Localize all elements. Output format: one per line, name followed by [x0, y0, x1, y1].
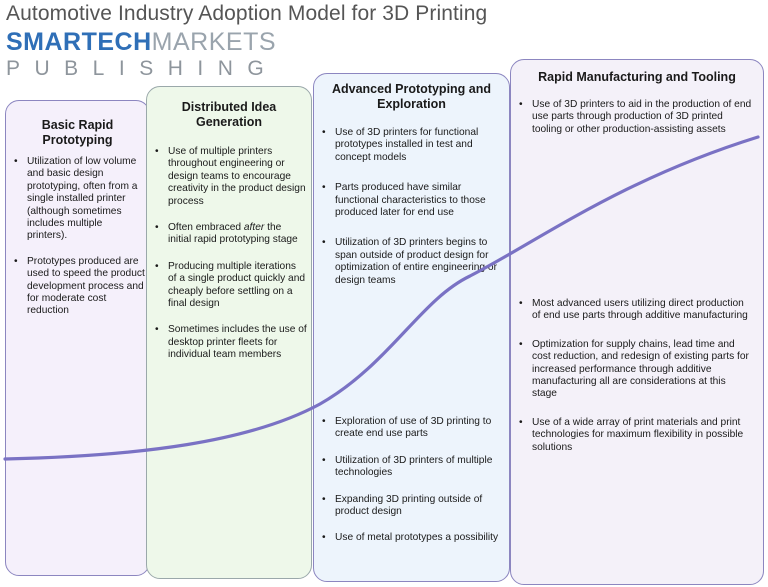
brand-logo: SMARTECHMARKETS — [6, 28, 276, 57]
brand-primary: SMARTECH — [6, 28, 152, 56]
bullet-item: Use of a wide array of print materials a… — [517, 417, 753, 454]
bullet-text: Often embraced after the initial rapid p… — [168, 222, 298, 246]
bullet-item: Often embraced after the initial rapid p… — [153, 222, 307, 247]
brand-secondary: MARKETS — [151, 28, 277, 56]
stage-panel-rapid-manufacturing: Rapid Manufacturing and Tooling Use of 3… — [510, 59, 764, 585]
diagram-title: Automotive Industry Adoption Model for 3… — [6, 2, 488, 25]
bullet-item: Exploration of use of 3D printing to cre… — [320, 416, 503, 441]
bullet-item: Utilization of 3D printers of multiple t… — [320, 455, 503, 480]
bullet-item: Use of multiple printers throughout engi… — [153, 146, 307, 208]
bullet-item: Most advanced users utilizing direct pro… — [517, 298, 753, 323]
bullet-item: Optimization for supply chains, lead tim… — [517, 339, 753, 401]
bullet-item: Utilization of 3D printers begins to spa… — [320, 237, 503, 287]
bullet-list-top: Use of 3D printers to aid in the product… — [517, 99, 753, 136]
brand-sub: PUBLISHING — [6, 57, 279, 80]
bullet-item: Use of 3D printers to aid in the product… — [517, 99, 753, 136]
bullet-item: Use of 3D printers for functional protot… — [320, 127, 503, 164]
bullet-list: Use of multiple printers throughout engi… — [153, 146, 307, 362]
bullet-list-bottom: Exploration of use of 3D printing to cre… — [320, 416, 503, 545]
bullet-item: Prototypes produced are used to speed th… — [12, 256, 145, 318]
bullet-item: Parts produced have similar functional c… — [320, 182, 503, 219]
stage-panel-basic-rapid-prototyping: Basic Rapid Prototyping Utilization of l… — [5, 100, 150, 576]
bullet-item: Sometimes includes the use of desktop pr… — [153, 324, 307, 361]
bullet-item: Use of metal prototypes a possibility — [320, 532, 503, 545]
stage-panel-distributed-idea-generation: Distributed Idea Generation Use of multi… — [146, 86, 312, 579]
bullet-item: Utilization of low volume and basic desi… — [12, 156, 145, 243]
bullet-item: Producing multiple iterations of a singl… — [153, 261, 307, 311]
stage-title: Rapid Manufacturing and Tooling — [538, 70, 736, 84]
bullet-item: Expanding 3D printing outside of product… — [320, 494, 503, 519]
bullet-list-top: Use of 3D printers for functional protot… — [320, 127, 503, 287]
bullet-list-bottom: Most advanced users utilizing direct pro… — [517, 298, 753, 454]
stage-title: Distributed Idea Generation — [181, 100, 277, 129]
stage-panel-advanced-prototyping: Advanced Prototyping and Exploration Use… — [313, 73, 510, 582]
stage-title: Advanced Prototyping and Exploration — [331, 82, 492, 111]
bullet-list: Utilization of low volume and basic desi… — [12, 156, 145, 318]
stage-title: Basic Rapid Prototyping — [41, 118, 114, 147]
